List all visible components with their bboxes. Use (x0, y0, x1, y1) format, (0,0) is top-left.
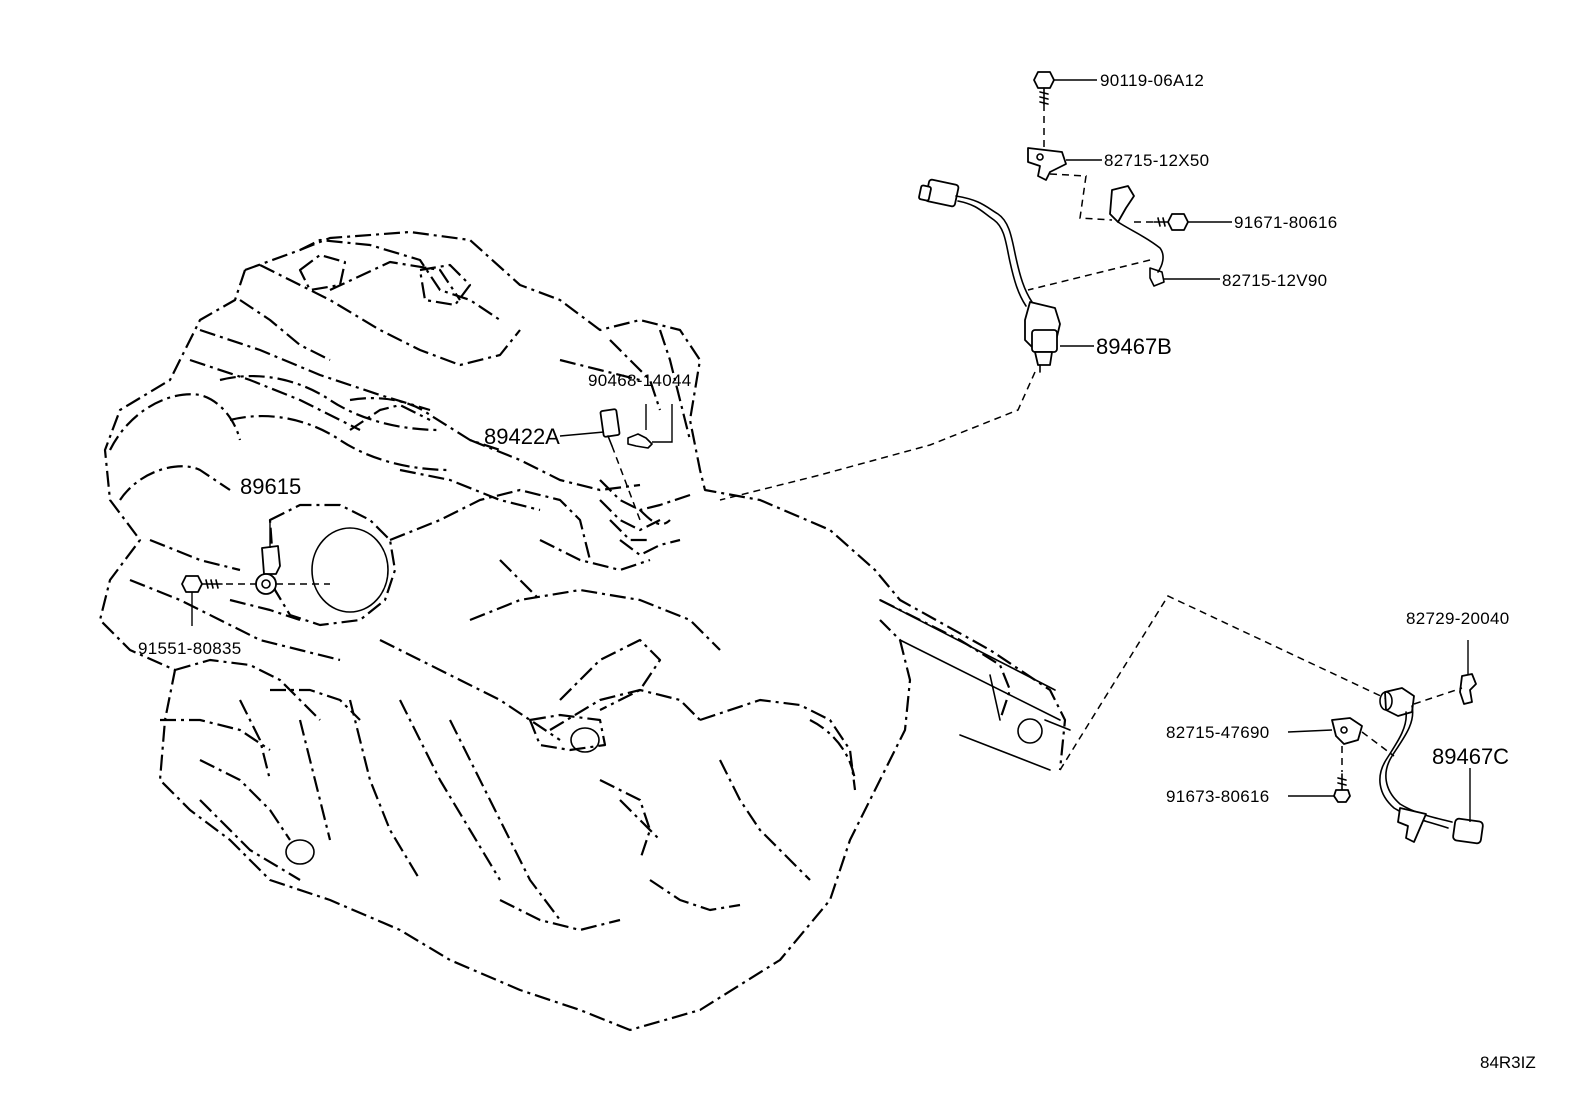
callout-labels: 90119-06A12 82715-12X50 91671-80616 8271… (138, 71, 1536, 1072)
assembly-lines-lower (1059, 595, 1463, 772)
illustration-code: 84R3IZ (1480, 1053, 1536, 1072)
callout-91673-80616: 91673-80616 (1166, 787, 1270, 806)
part-82715-12v90-clamp (1117, 221, 1220, 287)
callout-91551-80835: 91551-80835 (138, 639, 242, 658)
part-82729-20040-clip (1459, 640, 1477, 705)
part-89467c-sensor (1379, 687, 1484, 845)
callout-82715-12v90: 82715-12V90 (1222, 271, 1327, 290)
callout-89467c: 89467C (1432, 744, 1509, 769)
callout-89422a: 89422A (484, 424, 560, 449)
engine-transaxle-outline (98, 230, 1071, 1032)
callout-82715-12x50: 82715-12X50 (1104, 151, 1209, 170)
part-91673-80616-bolt (1288, 773, 1351, 803)
part-82715-47690-bracket (1287, 717, 1363, 745)
part-91671-80616-bolt (1109, 185, 1232, 231)
callout-82715-47690: 82715-47690 (1166, 723, 1270, 742)
part-90119-06a12-bolt (1033, 71, 1097, 105)
callout-90468-14044: 90468-14044 (588, 371, 692, 390)
callout-82729-20040: 82729-20040 (1406, 609, 1510, 628)
part-89467b-sensor (918, 178, 1094, 373)
callout-89467b: 89467B (1096, 334, 1172, 359)
part-90468-14044-clip (627, 404, 673, 449)
part-89615-sensor (226, 520, 330, 595)
part-89422a-sensor (559, 408, 641, 521)
part-91551-80835-bolt (181, 575, 223, 626)
part-82715-12x50-bracket (1027, 147, 1102, 181)
callout-91671-80616: 91671-80616 (1234, 213, 1338, 232)
assembly-lines-upper (719, 104, 1154, 501)
callout-90119-06a12: 90119-06A12 (1100, 71, 1204, 90)
callout-89615: 89615 (240, 474, 301, 499)
